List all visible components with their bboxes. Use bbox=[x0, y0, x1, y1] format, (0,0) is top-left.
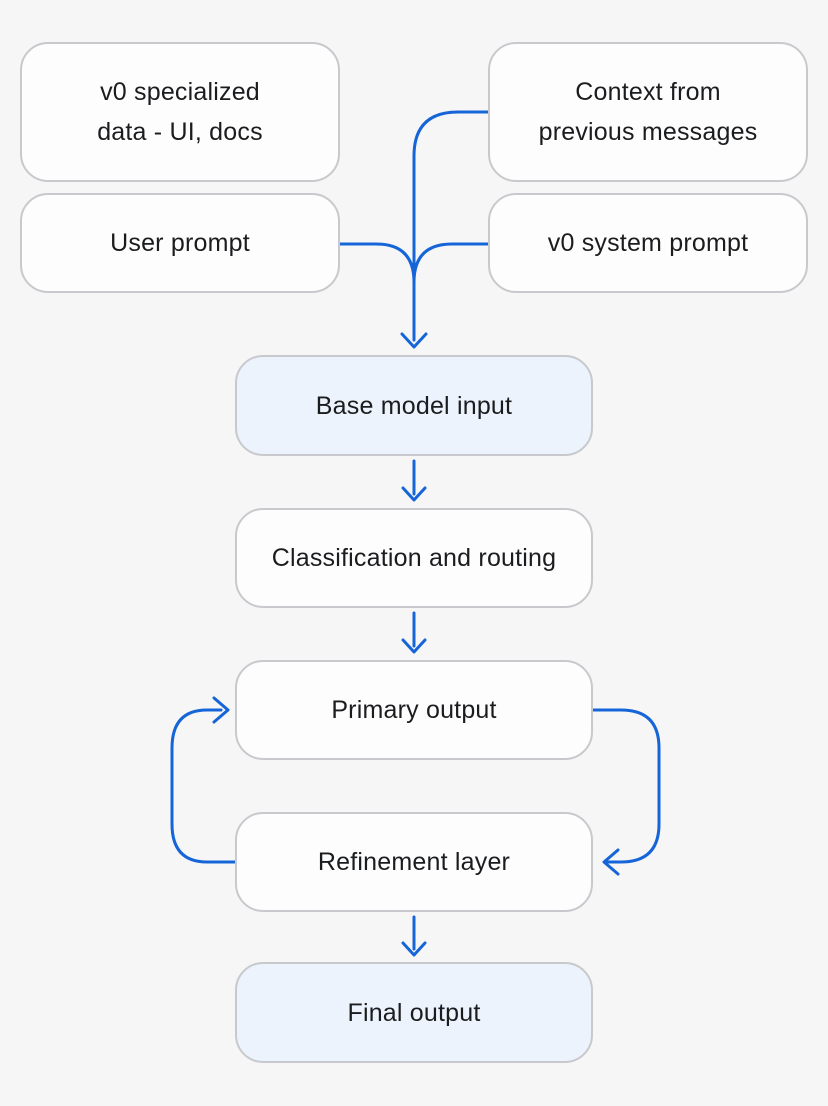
node-classification-routing-label: Classification and routing bbox=[271, 544, 557, 572]
edge-refinement-to-final bbox=[401, 915, 427, 957]
node-context-previous-messages-label: Context from previous messages bbox=[538, 78, 758, 146]
edge-classification-to-primary bbox=[401, 611, 427, 654]
node-v0-specialized-data: v0 specialized data - UI, docs bbox=[20, 42, 340, 182]
edge-system-prompt-to-base bbox=[412, 242, 491, 284]
edge-context-to-base bbox=[400, 110, 491, 349]
node-v0-system-prompt-label: v0 system prompt bbox=[547, 229, 749, 257]
node-v0-specialized-data-label: v0 specialized data - UI, docs bbox=[97, 78, 263, 146]
node-final-output: Final output bbox=[235, 962, 593, 1063]
node-v0-system-prompt: v0 system prompt bbox=[488, 193, 808, 293]
edge-refinement-to-primary-loop bbox=[170, 696, 237, 864]
node-final-output-label: Final output bbox=[347, 998, 481, 1027]
node-base-model-input: Base model input bbox=[235, 355, 593, 456]
node-base-model-input-label: Base model input bbox=[315, 391, 513, 420]
node-user-prompt-label: User prompt bbox=[110, 229, 250, 257]
node-primary-output: Primary output bbox=[235, 660, 593, 760]
edge-primary-to-refinement-loop bbox=[591, 708, 661, 876]
node-refinement-layer-label: Refinement layer bbox=[317, 848, 511, 876]
node-user-prompt: User prompt bbox=[20, 193, 340, 293]
node-context-previous-messages: Context from previous messages bbox=[488, 42, 808, 182]
node-primary-output-label: Primary output bbox=[331, 696, 497, 724]
node-refinement-layer: Refinement layer bbox=[235, 812, 593, 912]
node-classification-routing: Classification and routing bbox=[235, 508, 593, 608]
edge-user-prompt-to-base bbox=[338, 242, 416, 284]
edge-base-to-classification bbox=[401, 459, 427, 502]
